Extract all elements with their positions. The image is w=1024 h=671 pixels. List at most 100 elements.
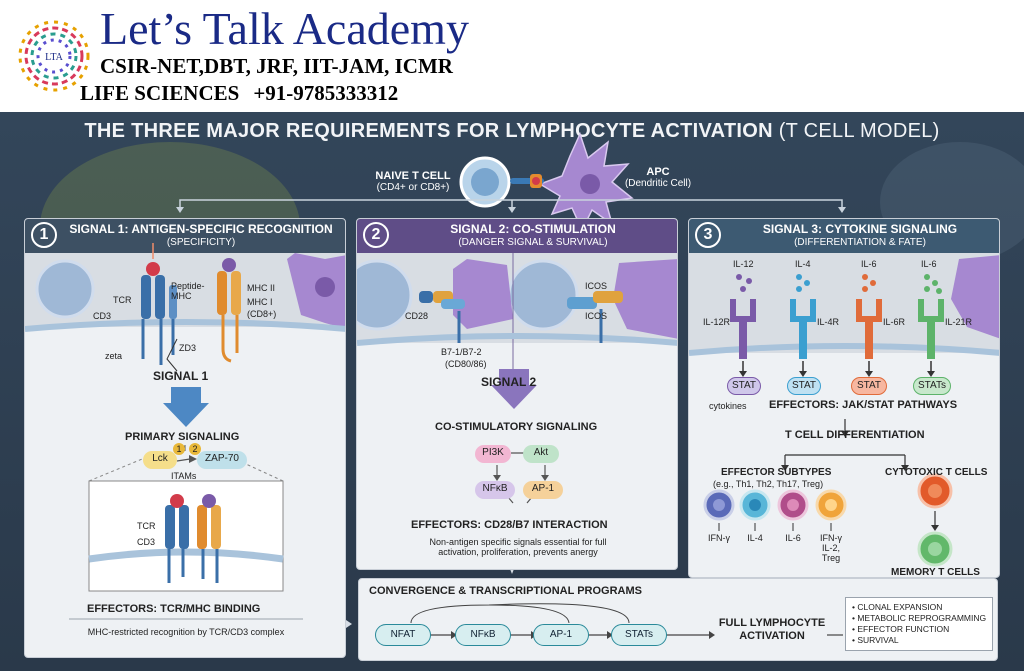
lck-node: Lck — [143, 451, 177, 469]
costim-signaling-label: CO-STIMULATORY SIGNALING — [435, 421, 598, 433]
tcr-chain-icon — [141, 275, 151, 319]
panel-2-note: Non-antigen specific signals essential f… — [429, 537, 607, 557]
cytokines-note: cytokines — [709, 401, 747, 411]
subject-label: LIFE SCIENCES — [80, 81, 240, 105]
cytokine-label-3: IL-6 — [861, 259, 877, 269]
receptor-icons — [730, 299, 944, 359]
membrane-icon — [25, 319, 345, 332]
icos-ligand-icon — [593, 291, 623, 303]
memory-t-cells-label: MEMORY T CELLS — [891, 567, 980, 578]
inset-tcr-label: TCR — [137, 521, 156, 531]
cd8-label: (CD8+) — [247, 309, 277, 319]
peptide-icon — [146, 262, 160, 276]
panel-2-diagram — [357, 253, 677, 504]
mhc-link-icon — [530, 174, 542, 188]
infographic: THE THREE MAJOR REQUIREMENTS FOR LYMPHOC… — [0, 112, 1024, 671]
cytotoxic-label: CYTOTOXIC T CELLS — [885, 467, 988, 478]
outcome-item: • SURVIVAL — [852, 635, 899, 645]
receptor-label-4: IL-21R — [945, 317, 973, 327]
effector-subtype-cells — [703, 489, 847, 521]
full-activation-label: FULL LYMPHOCYTE ACTIVATION — [718, 617, 826, 642]
convergence-panel: CONVERGENCE & TRANSCRIPTIONAL PROGRAMS N… — [358, 578, 998, 661]
subtype-label-2: IL-4 — [747, 533, 763, 543]
tcr-chain-icon — [155, 275, 165, 319]
main-title-text: THE THREE MAJOR REQUIREMENTS FOR LYMPHOC… — [84, 120, 773, 142]
receptor-label-1: IL-12R — [703, 317, 731, 327]
t-cell-icon — [357, 259, 413, 331]
panel-3-title: SIGNAL 3: CYTOKINE SIGNALING — [762, 222, 958, 236]
zeta-label: zeta — [105, 351, 123, 361]
effector-subtypes-title: EFFECTOR SUBTYPES — [721, 467, 832, 478]
b7-label: B7-1/B7-2 — [441, 347, 482, 357]
tcr-link-icon — [510, 178, 544, 184]
apc-membrane-icon — [951, 255, 999, 339]
tf-node-stats: STATs — [611, 624, 667, 646]
akt-node: Akt — [523, 445, 559, 463]
apc-label: APC(Dendritic Cell) — [624, 166, 692, 189]
cd3-icon — [169, 285, 177, 319]
zap70-node: ZAP-70 — [197, 451, 247, 469]
panel-1-header: 1 SIGNAL 1: ANTIGEN-SPECIFIC RECOGNITION… — [25, 219, 345, 253]
panel-signal-2: 2 SIGNAL 2: CO-STIMULATION (DANGER SIGNA… — [356, 218, 678, 570]
naive-t-cell-label: NAIVE T CELL(CD4+ or CD8+) — [375, 170, 451, 193]
main-title-paren: (T CELL MODEL) — [778, 120, 940, 142]
stat-node-4: STATs — [913, 377, 951, 395]
naive-t-cell-icon — [459, 156, 511, 208]
academy-name: Let’s Talk Academy — [100, 3, 469, 54]
academy-logo: LTA — [18, 20, 90, 92]
outcome-item: • CLONAL EXPANSION — [852, 602, 943, 612]
icos-label: ICOS — [585, 311, 608, 321]
t-cell-icon — [507, 259, 579, 331]
mhc2-icon — [217, 271, 227, 315]
apc-membrane-icon — [453, 259, 513, 329]
tf-node-nfkb: NFκB — [455, 624, 511, 646]
mhc1-icon — [231, 271, 241, 315]
contact-line: LIFE SCIENCES+91-9785333312 — [80, 81, 412, 106]
receptor-label-3: IL-6R — [883, 317, 906, 327]
pi3k-node: PI3K — [475, 445, 511, 463]
subtype-label-4: IFN-γ IL-2, Treg — [820, 533, 842, 563]
panel-3-number: 3 — [695, 222, 721, 248]
badge-1-icon: 1 — [173, 443, 185, 455]
exam-list: CSIR-NET,DBT, JRF, IIT-JAM, ICMR — [100, 54, 453, 78]
panel-1-diagram — [25, 243, 345, 620]
tf-node-nfat: NFAT — [375, 624, 431, 646]
panel-1-number: 1 — [31, 222, 57, 248]
apc-membrane-icon — [613, 259, 677, 339]
signal-2-arrow-icon — [499, 369, 529, 385]
subtype-label-1: IFN-γ — [708, 533, 730, 543]
effector-subtypes-sub: (e.g., Th1, Th2, Th17, Treg) — [713, 479, 824, 489]
cd28-icon — [419, 291, 433, 303]
apc-nucleus-icon — [580, 174, 600, 194]
inset-cd3-label: CD3 — [137, 537, 156, 547]
cytokine-label-1: IL-12 — [733, 259, 754, 269]
panel-1-subtitle: (SPECIFICITY) — [166, 237, 236, 248]
panel-signal-1: 1 SIGNAL 1: ANTIGEN-SPECIFIC RECOGNITION… — [24, 218, 346, 658]
stat-node-2: STAT — [787, 377, 821, 395]
mhc2-label: MHC II — [247, 283, 275, 293]
cd3-label: CD3 — [93, 311, 112, 321]
mhc1-label: MHC I — [247, 297, 273, 307]
cytokine-label-4: IL-6 — [921, 259, 937, 269]
signal-2-label: SIGNAL 2 — [481, 375, 537, 389]
badge-2-icon: 2 — [189, 443, 201, 455]
stat-node-1: STAT — [727, 377, 761, 395]
panel-signal-3: 3 SIGNAL 3: CYTOKINE SIGNALING (DIFFEREN… — [688, 218, 1000, 578]
outcomes-box: • CLONAL EXPANSION • METABOLIC REPROGRAM… — [845, 597, 993, 651]
panel-3-header: 3 SIGNAL 3: CYTOKINE SIGNALING (DIFFEREN… — [689, 219, 999, 253]
panel-3-effectors: EFFECTORS: JAK/STAT PATHWAYS — [769, 399, 958, 411]
icos-icon — [567, 297, 597, 309]
ap1-node: AP-1 — [523, 481, 563, 499]
convergence-title: CONVERGENCE & TRANSCRIPTIONAL PROGRAMS — [369, 585, 642, 597]
outcome-item: • METABOLIC REPROGRAMMING — [852, 613, 987, 623]
cytokine-dots-icon — [736, 274, 942, 294]
panel-3-diagram — [689, 253, 999, 567]
panel-2-number: 2 — [363, 222, 389, 248]
tf-node-ap1: AP-1 — [533, 624, 589, 646]
panel-3-subtitle: (DIFFERENTIATION & FATE) — [794, 237, 926, 248]
panel-2-header: 2 SIGNAL 2: CO-STIMULATION (DANGER SIGNA… — [357, 219, 677, 253]
panel-2-subtitle: (DANGER SIGNAL & SURVIVAL) — [458, 237, 608, 248]
panel-1-note: MHC-restricted recognition by TCR/CD3 co… — [87, 627, 285, 637]
cd28-label: CD28 — [405, 311, 429, 321]
tcr-label: TCR — [113, 295, 132, 305]
